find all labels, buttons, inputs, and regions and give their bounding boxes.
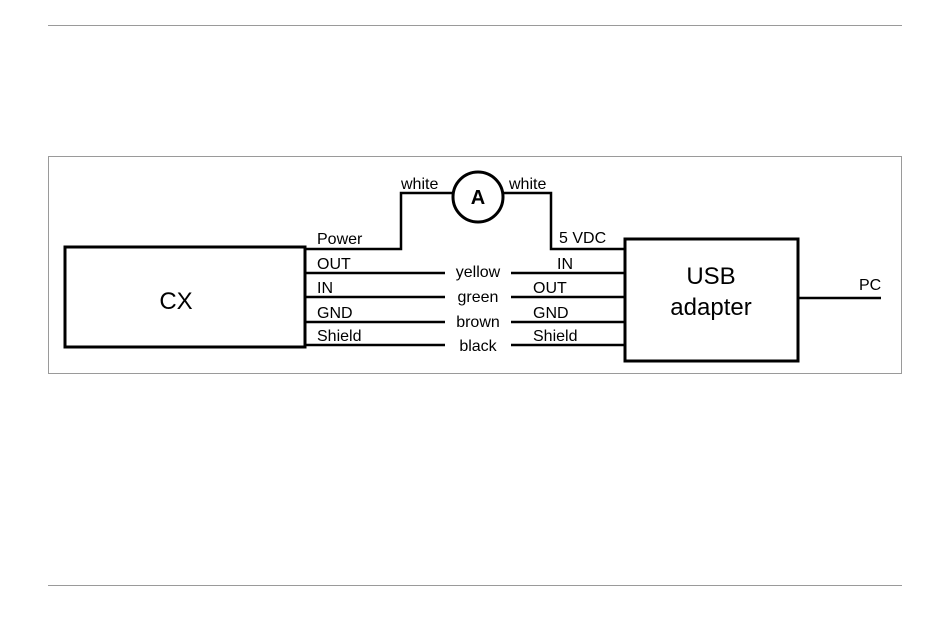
wire-label-yellow: yellow <box>456 264 501 281</box>
pc-label: PC <box>859 277 881 294</box>
cx-pin-in: IN <box>317 280 333 297</box>
cx-pin-power: Power <box>317 231 363 248</box>
usb-pin-gnd: GND <box>533 305 569 322</box>
usb-pin-out: OUT <box>533 280 567 297</box>
wiring-diagram: CX USB adapter A PC Power OUT IN GND Shi… <box>48 156 902 374</box>
usb-pin-in: IN <box>557 256 573 273</box>
ammeter-label: A <box>471 187 485 209</box>
wire-label-white-right: white <box>508 176 546 193</box>
wire-label-black: black <box>459 338 497 355</box>
cx-pin-shield: Shield <box>317 328 361 345</box>
usb-label-line2: adapter <box>670 294 751 321</box>
cx-label: CX <box>159 288 192 315</box>
wire-label-green: green <box>458 289 499 306</box>
bottom-divider <box>48 585 902 586</box>
usb-pin-vdc: 5 VDC <box>559 230 606 247</box>
top-divider <box>48 25 902 26</box>
usb-label-line1: USB <box>686 263 735 290</box>
cx-pin-out: OUT <box>317 256 351 273</box>
wire-label-brown: brown <box>456 314 500 331</box>
cx-pin-gnd: GND <box>317 305 353 322</box>
usb-pin-shield: Shield <box>533 328 577 345</box>
wire-label-white-left: white <box>400 176 438 193</box>
